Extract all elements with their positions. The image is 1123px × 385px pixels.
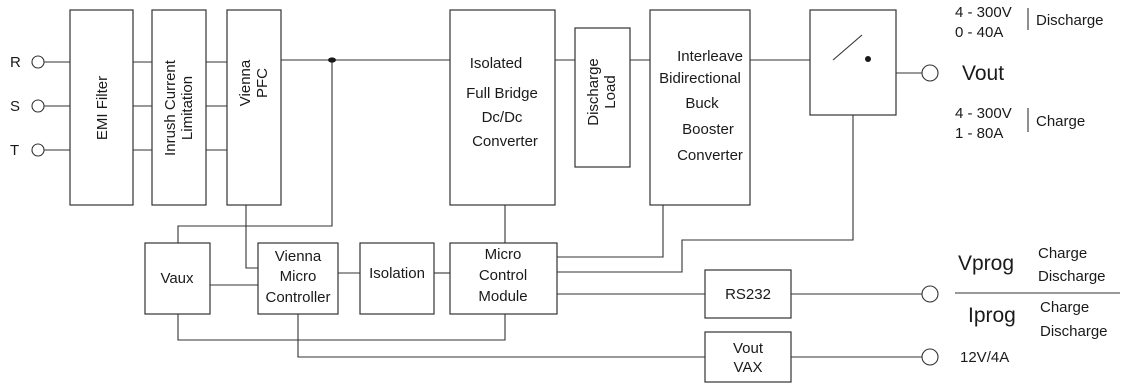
isolated-dcdc-label-line3: Dc/Dc bbox=[482, 109, 523, 126]
emi-filter-block: EMI Filter bbox=[69, 9, 134, 206]
vienna-micro-controller-box bbox=[257, 242, 339, 315]
discharge-load-label-line2: Load bbox=[602, 75, 619, 108]
micro-control-module-block: Micro Control Module bbox=[449, 242, 558, 315]
vienna-micro-controller-block: Vienna Micro Controller bbox=[257, 242, 339, 315]
charge-voltage-range: 4 - 300V bbox=[955, 105, 1012, 122]
micro-control-label-line2: Control bbox=[479, 267, 527, 284]
micro-control-label-line3: Module bbox=[478, 288, 527, 305]
vienna-pfc-label-line1: Vienna bbox=[237, 59, 254, 106]
aux-out-label: 12V/4A bbox=[960, 349, 1009, 366]
buck-booster-label-line1: Interleave bbox=[677, 48, 743, 65]
output-switch-block bbox=[809, 9, 897, 116]
switch-contact-dot bbox=[865, 56, 871, 62]
isolation-block: Isolation bbox=[359, 242, 435, 315]
switch-blade bbox=[832, 34, 863, 61]
vienna-micro-label-line2: Micro bbox=[280, 268, 317, 285]
vaux-box bbox=[144, 242, 211, 315]
isolated-dcdc-box bbox=[449, 9, 556, 206]
wire-buck-micro-control bbox=[557, 205, 664, 258]
output-annotations: 4 - 300V 0 - 40A Discharge Vout 4 - 300V… bbox=[921, 4, 1120, 366]
buck-booster-label-line3: Buck bbox=[685, 95, 719, 112]
output-switch-box bbox=[809, 9, 897, 116]
wiring bbox=[44, 57, 922, 358]
wire-vienna-micro-vax bbox=[297, 314, 705, 358]
discharge-range-label: Discharge bbox=[1036, 12, 1104, 29]
vaux-block: Vaux bbox=[144, 242, 211, 315]
input-label-s: S bbox=[10, 98, 20, 115]
micro-control-label-line1: Micro bbox=[485, 246, 522, 263]
isolation-label: Isolation bbox=[369, 265, 425, 282]
input-label-r: R bbox=[10, 54, 21, 71]
micro-control-module-box bbox=[449, 242, 558, 315]
input-label-t: T bbox=[10, 142, 19, 159]
bus-junction-dot bbox=[328, 57, 336, 63]
discharge-voltage-range: 4 - 300V bbox=[955, 4, 1012, 21]
rs232-box bbox=[704, 269, 792, 319]
aux-out-terminal bbox=[921, 348, 939, 366]
vout-vax-label-line2: VAX bbox=[734, 359, 763, 376]
input-terminals: R S T bbox=[10, 54, 45, 159]
vienna-pfc-block: Vienna PFC bbox=[226, 9, 282, 206]
vout-label: Vout bbox=[962, 62, 1004, 85]
vout-vax-label-line1: Vout bbox=[733, 340, 764, 357]
inrush-limitation-box bbox=[151, 9, 207, 206]
buck-booster-label-line5: Converter bbox=[677, 147, 743, 164]
wire-bus-to-vaux bbox=[177, 60, 333, 243]
buck-booster-block: Interleave Bidirectional Buck Booster Co… bbox=[649, 9, 751, 206]
isolation-box bbox=[359, 242, 435, 315]
wire-vaux-bottom-bus bbox=[177, 314, 506, 341]
vprog-mode-charge: Charge bbox=[1038, 245, 1087, 262]
wire-pfc-to-vienna-micro bbox=[245, 205, 258, 269]
iprog-label: Iprog bbox=[968, 304, 1016, 327]
vout-vax-block: Vout VAX bbox=[704, 331, 792, 383]
emi-filter-box bbox=[69, 9, 134, 206]
isolated-dcdc-block: Isolated Full Bridge Dc/Dc Converter bbox=[449, 9, 556, 206]
input-terminal-t bbox=[31, 143, 45, 157]
vout-vax-box bbox=[704, 331, 792, 383]
buck-booster-label-line2: Bidirectional bbox=[659, 70, 741, 87]
inrush-limitation-block: Inrush Current Limitation bbox=[151, 9, 207, 206]
buck-booster-label-line4: Booster bbox=[682, 121, 734, 138]
charge-range-label: Charge bbox=[1036, 113, 1085, 130]
buck-booster-box bbox=[649, 9, 751, 206]
charge-current-range: 1 - 80A bbox=[955, 125, 1003, 142]
discharge-current-range: 0 - 40A bbox=[955, 24, 1003, 41]
inrush-label-line1: Inrush Current bbox=[162, 59, 179, 156]
iprog-mode-discharge: Discharge bbox=[1040, 323, 1108, 340]
vprog-mode-discharge: Discharge bbox=[1038, 268, 1106, 285]
wire-switch-micro-control bbox=[557, 115, 854, 273]
isolated-dcdc-label-line4: Converter bbox=[472, 133, 538, 150]
vout-terminal bbox=[921, 64, 939, 82]
vienna-pfc-box bbox=[226, 9, 282, 206]
isolated-dcdc-label-line1: Isolated bbox=[470, 55, 523, 72]
isolated-dcdc-label-line2: Full Bridge bbox=[466, 85, 538, 102]
rs232-block: RS232 bbox=[704, 269, 792, 319]
inrush-label-line2: Limitation bbox=[179, 76, 196, 140]
vienna-micro-label-line1: Vienna bbox=[275, 248, 322, 265]
discharge-load-block: Discharge Load bbox=[574, 27, 631, 168]
vienna-micro-label-line3: Controller bbox=[265, 289, 330, 306]
rs232-label: RS232 bbox=[725, 286, 771, 303]
prog-terminal bbox=[921, 285, 939, 303]
discharge-load-box bbox=[574, 27, 631, 168]
vienna-pfc-label-line2: PFC bbox=[254, 68, 271, 98]
discharge-load-label-line1: Discharge bbox=[585, 58, 602, 126]
input-terminal-s bbox=[31, 99, 45, 113]
vprog-label: Vprog bbox=[958, 252, 1014, 275]
vaux-label: Vaux bbox=[160, 270, 194, 287]
emi-filter-label: EMI Filter bbox=[94, 76, 111, 140]
iprog-mode-charge: Charge bbox=[1040, 299, 1089, 316]
input-terminal-r bbox=[31, 55, 45, 69]
